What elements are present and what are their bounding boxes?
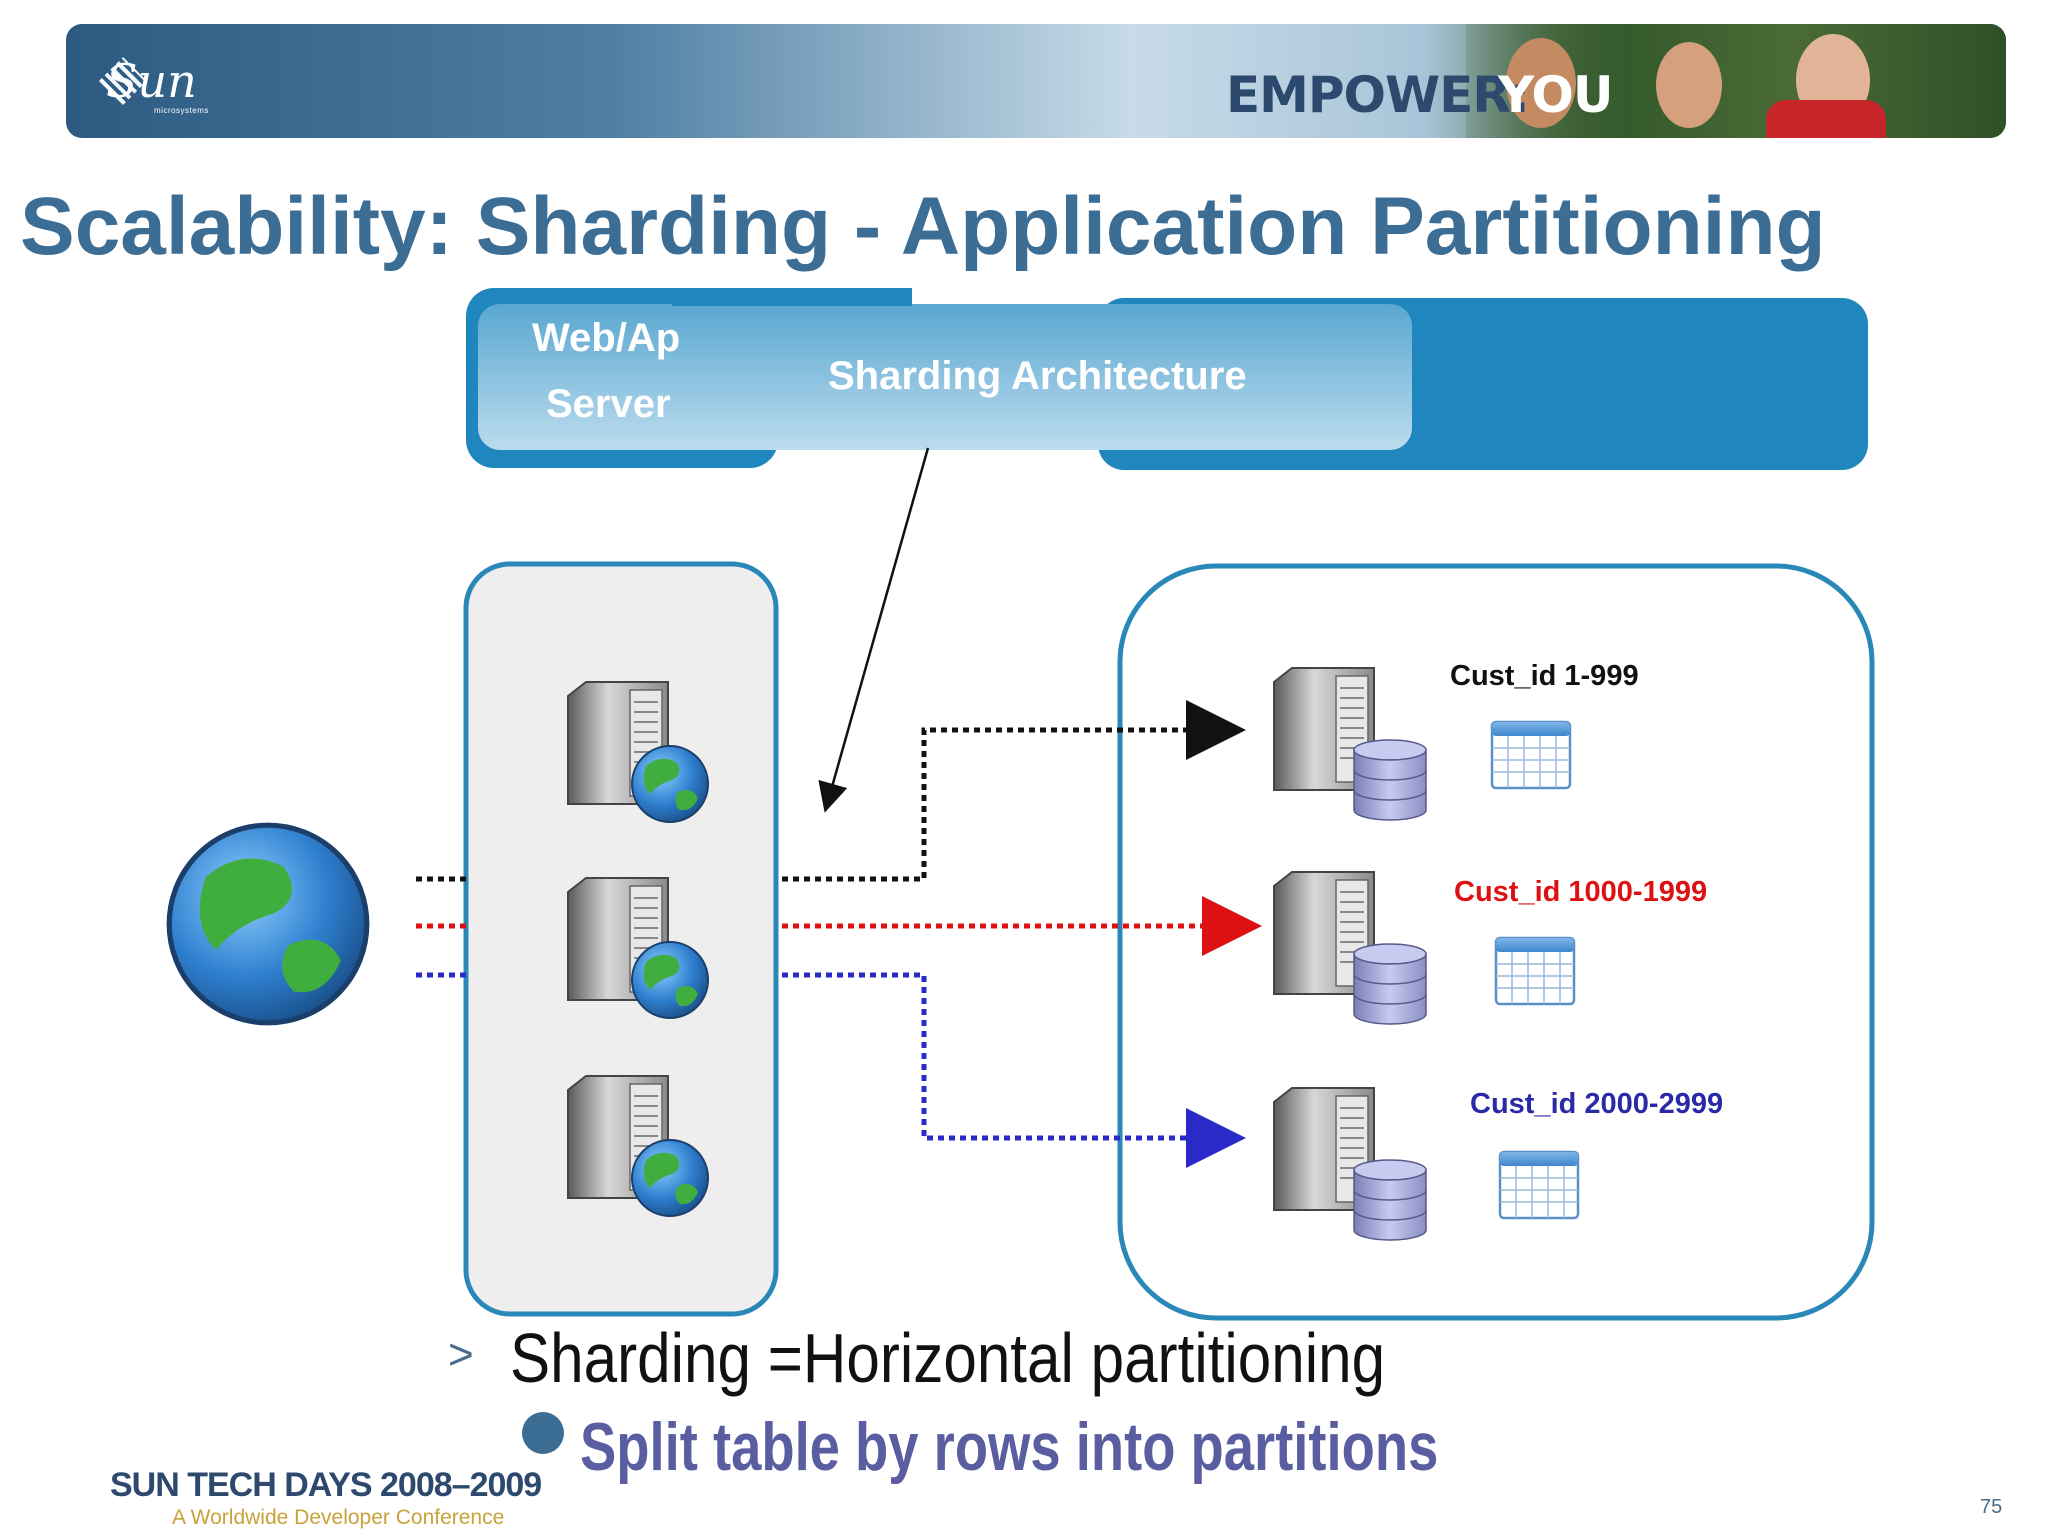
banner-photo xyxy=(1466,24,2006,138)
sun-logo-text: Sun xyxy=(106,54,197,108)
bullet-level1: Sharding =Horizontal partitioning xyxy=(510,1319,1386,1397)
table-icon-3 xyxy=(1498,1150,1580,1220)
sharding-architecture-label: Sharding Architecture xyxy=(828,354,1247,398)
web-app-label-line1: Web/Ap xyxy=(532,316,681,360)
event-name: SUN TECH DAYS 2008–2009 xyxy=(110,1466,542,1504)
slide-title: Scalability: Sharding - Application Part… xyxy=(20,181,1826,272)
table-icon-2 xyxy=(1494,936,1576,1006)
page-number: 75 xyxy=(1980,1496,2003,1518)
event-tagline: A Worldwide Developer Conference xyxy=(172,1506,505,1529)
shard-label-3: Cust_id 2000-2999 xyxy=(1470,1088,1724,1120)
slogan-prefix: EMPOWER: xyxy=(1226,66,1530,124)
shard-label-1: Cust_id 1-999 xyxy=(1450,660,1639,692)
bullet-marker: > xyxy=(448,1330,474,1379)
bullet-dot-icon xyxy=(522,1412,564,1454)
slogan-suffix: YOU xyxy=(1498,66,1614,124)
architecture-banner xyxy=(466,288,1868,470)
header-banner: Sun microsystems EMPOWER: YOU xyxy=(66,24,2006,138)
bullet-level2: Split table by rows into partitions xyxy=(580,1409,1439,1485)
architecture-pointer-arrow xyxy=(818,447,930,813)
sun-logo-subtext: microsystems xyxy=(154,106,209,115)
internet-globe-icon xyxy=(169,825,367,1023)
sharding-architecture-box xyxy=(478,304,1412,450)
route-line-shard-3 xyxy=(782,972,1246,1168)
shard-label-2: Cust_id 1000-1999 xyxy=(1454,876,1708,908)
table-icon-1 xyxy=(1490,720,1572,790)
route-line-shard-1 xyxy=(782,700,1246,882)
web-app-label-line2: Server xyxy=(546,382,671,426)
